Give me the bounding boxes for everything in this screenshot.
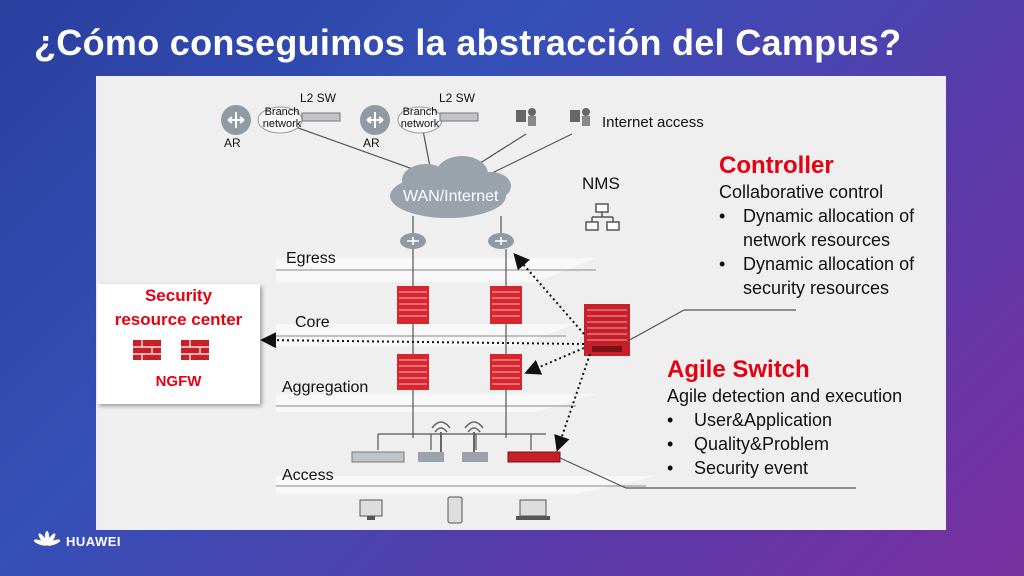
security-line2: resource center [114, 310, 243, 329]
security-title: Security resource center [97, 284, 260, 332]
security-resource-center: Security resource center NGFW [97, 284, 260, 404]
network-text: network [262, 118, 302, 130]
aggregation-switch-icon [490, 354, 522, 390]
router-icon [221, 105, 251, 135]
brand-name: HUAWEI [66, 533, 121, 549]
top-branch-label-2: Branch network [400, 106, 440, 130]
bullet-dot: • [667, 434, 674, 454]
bullet-line: security resources [743, 278, 890, 298]
controller-bullet: • Dynamic allocation of security resource… [719, 252, 914, 300]
egress-router-icon [400, 233, 426, 249]
mobile-phone-icon [447, 496, 463, 524]
bullet-dot: • [667, 410, 674, 430]
network-diagram [221, 105, 856, 524]
aggregation-band [276, 394, 596, 412]
l2-switch-icon [301, 112, 341, 122]
l2-switch-icon [439, 112, 479, 122]
controller-block: Controller Collaborative control • Dynam… [719, 152, 914, 300]
ngfw-label: NGFW [155, 373, 202, 390]
core-switch-icon [397, 286, 429, 324]
aggregation-label: Aggregation [282, 379, 369, 396]
agile-heading: Agile Switch [667, 356, 810, 383]
agile-bullet: • Security event [667, 456, 902, 480]
core-band [276, 324, 576, 346]
laptop-icon [516, 499, 550, 520]
top-l2sw-label-1: L2 SW [300, 91, 337, 105]
bullet-text: Dynamic allocation of network resources [743, 204, 914, 252]
branch-text: Branch [402, 106, 438, 118]
bullet-line: Dynamic allocation of [743, 254, 915, 274]
agile-access-switch-icon [507, 451, 561, 463]
router-icon [360, 105, 390, 135]
top-ar-label-1: AR [224, 136, 241, 150]
access-band [276, 476, 656, 494]
wan-cloud-icon [390, 156, 511, 218]
egress-label: Egress [286, 250, 336, 267]
bullet-text: Quality&Problem [694, 434, 830, 454]
controller-server-icon [584, 304, 630, 356]
agile-bullet: • Quality&Problem [667, 432, 902, 456]
controller-heading: Controller [719, 152, 834, 179]
bullet-line: Dynamic allocation of [743, 206, 915, 226]
internet-access-label: Internet access [602, 114, 704, 131]
diagram-panel: L2 SW Branch network AR L2 SW Branch net… [96, 76, 946, 530]
firewall-icons [133, 340, 209, 360]
firewall-icon [181, 340, 209, 360]
core-label: Core [295, 314, 330, 331]
controller-subtitle: Collaborative control [719, 182, 884, 202]
aggregation-switch-icon [397, 354, 429, 390]
controller-bullet: • Dynamic allocation of network resources [719, 204, 914, 252]
core-switch-icon [490, 286, 522, 324]
huawei-flower-icon [34, 531, 60, 546]
bullet-line: network resources [743, 230, 891, 250]
agile-switch-block: Agile Switch Agile detection and executi… [667, 356, 902, 480]
bullet-text: Security event [694, 458, 809, 478]
bullet-dot: • [667, 458, 674, 478]
firewall-icon [133, 340, 161, 360]
user-pc-icon [570, 108, 590, 126]
top-l2sw-label-2: L2 SW [439, 91, 476, 105]
bullet-text: User&Application [694, 410, 833, 430]
top-ar-label-2: AR [363, 136, 380, 150]
access-switch-icon [351, 451, 405, 463]
nms-label: NMS [582, 174, 620, 193]
user-pc-icon [516, 108, 536, 126]
bullet-text: Dynamic allocation of security resources [743, 252, 914, 300]
access-label: Access [282, 467, 334, 484]
agile-bullet: • User&Application [667, 408, 902, 432]
egress-router-icon [488, 233, 514, 249]
bullet-dot: • [719, 254, 726, 274]
branch-text: Branch [264, 106, 300, 118]
network-text: network [400, 118, 440, 130]
wireless-ap-icon [418, 421, 451, 462]
huawei-logo: HUAWEI [34, 531, 121, 551]
top-branch-label-1: Branch network [262, 106, 302, 130]
desktop-pc-icon [359, 499, 383, 520]
slide-title: ¿Cómo conseguimos la abstracción del Cam… [34, 22, 902, 63]
security-line1: Security [144, 286, 213, 305]
agile-subtitle: Agile detection and execution [667, 386, 903, 406]
wireless-ap-icon [462, 421, 488, 462]
nms-topology-icon [585, 203, 620, 231]
wan-label: WAN/Internet [403, 188, 499, 205]
bullet-dot: • [719, 206, 726, 226]
